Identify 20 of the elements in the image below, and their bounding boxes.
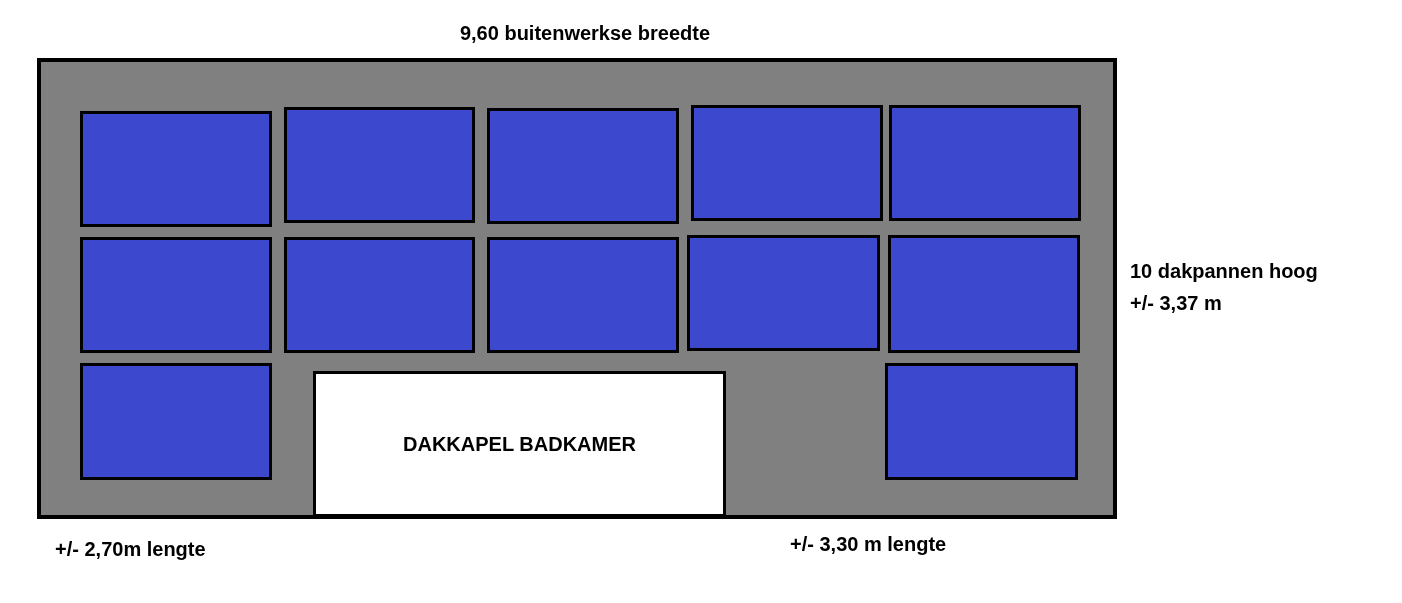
dimension-label: +/- 3,30 m lengte <box>790 532 948 557</box>
solar-panel <box>888 235 1080 353</box>
dormer-label: DAKKAPEL BADKAMER <box>403 432 636 457</box>
dimension-label: 9,60 buitenwerkse breedte <box>458 21 712 46</box>
solar-panel <box>80 111 272 227</box>
dimension-label: +/- 3,37 m <box>1130 291 1223 316</box>
solar-panel <box>80 237 272 353</box>
solar-panel <box>885 363 1078 480</box>
solar-panel <box>687 235 880 351</box>
dimension-label: 10 dakpannen hoog <box>1130 259 1319 284</box>
solar-panel <box>691 105 883 221</box>
roof-surface <box>37 58 1117 519</box>
dimension-label: +/- 2,70m lengte <box>55 537 207 562</box>
solar-panel <box>487 108 679 224</box>
solar-panel <box>80 363 272 480</box>
solar-panel <box>487 237 679 353</box>
solar-panel <box>284 237 475 353</box>
dormer-box <box>313 371 726 517</box>
solar-panel <box>889 105 1081 221</box>
solar-panel <box>284 107 475 223</box>
